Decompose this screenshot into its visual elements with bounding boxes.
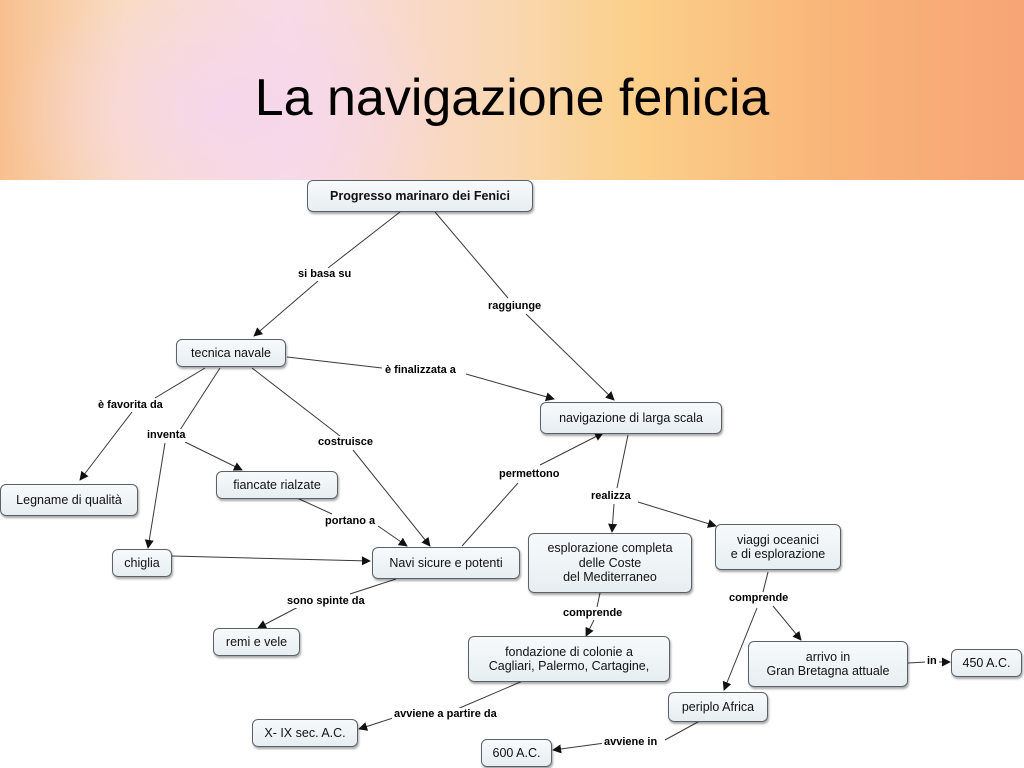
edge-comprende-to-fondazione — [585, 619, 595, 637]
link-avviene-in: avviene in — [602, 736, 660, 749]
concept-remi-vele[interactable]: remi e vele — [213, 628, 300, 656]
edge-portano-to-navi — [377, 525, 408, 547]
link-comprende-viaggi: comprende — [727, 592, 791, 605]
edge-raggiunge-to-navigazione — [525, 313, 615, 401]
edge-inventa-to-chiglia — [144, 442, 166, 549]
link-in: in — [925, 655, 939, 668]
edge-costruisce-to-navi — [352, 449, 431, 547]
concept-label: fondazione di colonie a Cagliari, Palerm… — [488, 644, 650, 674]
edge-fiancate-to-portano — [296, 497, 333, 515]
concept-450-ac[interactable]: 450 A.C. — [951, 649, 1022, 677]
concept-viaggi-oceanici[interactable]: viaggi oceanici e di esplorazione — [715, 524, 841, 570]
concept-label: 600 A.C. — [492, 745, 541, 760]
edge-tecnica-to-favorita — [154, 367, 206, 399]
edge-navi-to-spinte — [349, 578, 397, 595]
link-e-favorita-da: è favorita da — [96, 399, 165, 412]
link-e-finalizzata-a: è finalizzata a — [383, 364, 458, 377]
edge-viaggi-to-comprende — [762, 571, 769, 593]
link-comprende-esplorazione: comprende — [561, 607, 625, 620]
concept-label: periplo Africa — [681, 699, 755, 714]
edge-finalizzata-to-navigazione — [465, 373, 555, 402]
concept-progresso-marinaro[interactable]: Progresso marinaro dei Fenici — [307, 180, 533, 212]
concept-600-ac[interactable]: 600 A.C. — [481, 739, 552, 767]
concept-label: viaggi oceanici e di esplorazione — [730, 532, 826, 562]
edge-avvienepartire-to-secoli — [358, 717, 394, 731]
concept-legname[interactable]: Legname di qualità — [0, 484, 138, 516]
edge-comprende-to-periplo — [722, 607, 758, 691]
concept-label: Navi sicure e potenti — [389, 555, 503, 570]
edge-chiglia-to-navi — [171, 555, 371, 566]
edge-navi-to-permettono — [461, 482, 519, 547]
concept-map: Progresso marinaro dei Fenici tecnica na… — [0, 180, 1024, 768]
connector-lines — [79, 211, 951, 754]
edge-root-to-sibasa — [327, 211, 401, 269]
concept-esplorazione-completa[interactable]: esplorazione completa delle Coste del Me… — [528, 533, 692, 593]
concept-chiglia[interactable]: chiglia — [112, 549, 172, 577]
edge-avvienein-to-600 — [552, 742, 606, 754]
concept-label: navigazione di larga scala — [559, 410, 703, 425]
concept-fondazione-colonie[interactable]: fondazione di colonie a Cagliari, Palerm… — [468, 636, 670, 682]
concept-label: tecnica navale — [191, 345, 271, 360]
concept-fiancate-rialzate[interactable]: fiancate rialzate — [216, 471, 338, 499]
link-costruisce: costruisce — [316, 436, 376, 449]
link-permettono: permettono — [497, 468, 562, 481]
edge-favorita-to-legname — [79, 411, 133, 481]
edge-realizza-to-esplorazione — [608, 503, 618, 533]
concept-x-ix-sec[interactable]: X- IX sec. A.C. — [252, 719, 358, 747]
concept-navigazione-larga-scala[interactable]: navigazione di larga scala — [540, 402, 722, 434]
link-si-basa-su: si basa su — [296, 268, 354, 281]
concept-arrivo-gran-bretagna[interactable]: arrivo in Gran Bretagna attuale — [748, 641, 908, 687]
concept-label: chiglia — [124, 555, 160, 570]
edge-sibasa-to-tecnica — [253, 280, 319, 337]
title-banner: La navigazione fenicia — [0, 0, 1024, 180]
edge-spinte-to-remi — [257, 604, 303, 629]
concept-label: 450 A.C. — [962, 655, 1011, 670]
concept-navi-sicure[interactable]: Navi sicure e potenti — [372, 547, 520, 579]
concept-label: Progresso marinaro dei Fenici — [330, 188, 510, 203]
concept-label: X- IX sec. A.C. — [264, 725, 346, 740]
link-avviene-a-partire-da: avviene a partire da — [392, 708, 499, 721]
link-raggiunge: raggiunge — [486, 300, 544, 313]
edge-navigazione-to-realizza — [616, 434, 629, 489]
link-inventa: inventa — [145, 429, 188, 442]
edge-arrivo-to-in — [907, 661, 927, 664]
edge-esplorazione-to-comprende — [596, 592, 601, 608]
concept-label: arrivo in Gran Bretagna attuale — [766, 649, 890, 679]
edge-realizza-to-viaggi — [637, 501, 717, 528]
edge-tecnica-to-inventa — [179, 367, 221, 431]
concept-tecnica-navale[interactable]: tecnica navale — [176, 339, 286, 367]
link-sono-spinte-da: sono spinte da — [285, 595, 367, 608]
edge-inventa-to-fiancate — [184, 441, 243, 471]
concept-label: remi e vele — [225, 634, 288, 649]
edge-fondazione-to-avvienepartire — [454, 679, 526, 711]
slide-title: La navigazione fenicia — [254, 69, 770, 127]
edge-comprende-to-arrivo — [772, 605, 802, 641]
concept-label: fiancate rialzate — [233, 477, 321, 492]
edge-tecnica-to-finalizzata — [286, 356, 383, 369]
edge-permettono-to-navigazione — [539, 432, 604, 466]
link-portano-a: portano a — [323, 515, 378, 528]
concept-periplo-africa[interactable]: periplo Africa — [668, 692, 768, 722]
link-realizza: realizza — [589, 490, 633, 503]
edge-root-to-raggiunge — [434, 211, 509, 299]
concept-label: esplorazione completa delle Coste del Me… — [547, 541, 673, 585]
edge-tecnica-to-costruisce — [251, 367, 341, 437]
concept-label: Legname di qualità — [16, 492, 122, 507]
